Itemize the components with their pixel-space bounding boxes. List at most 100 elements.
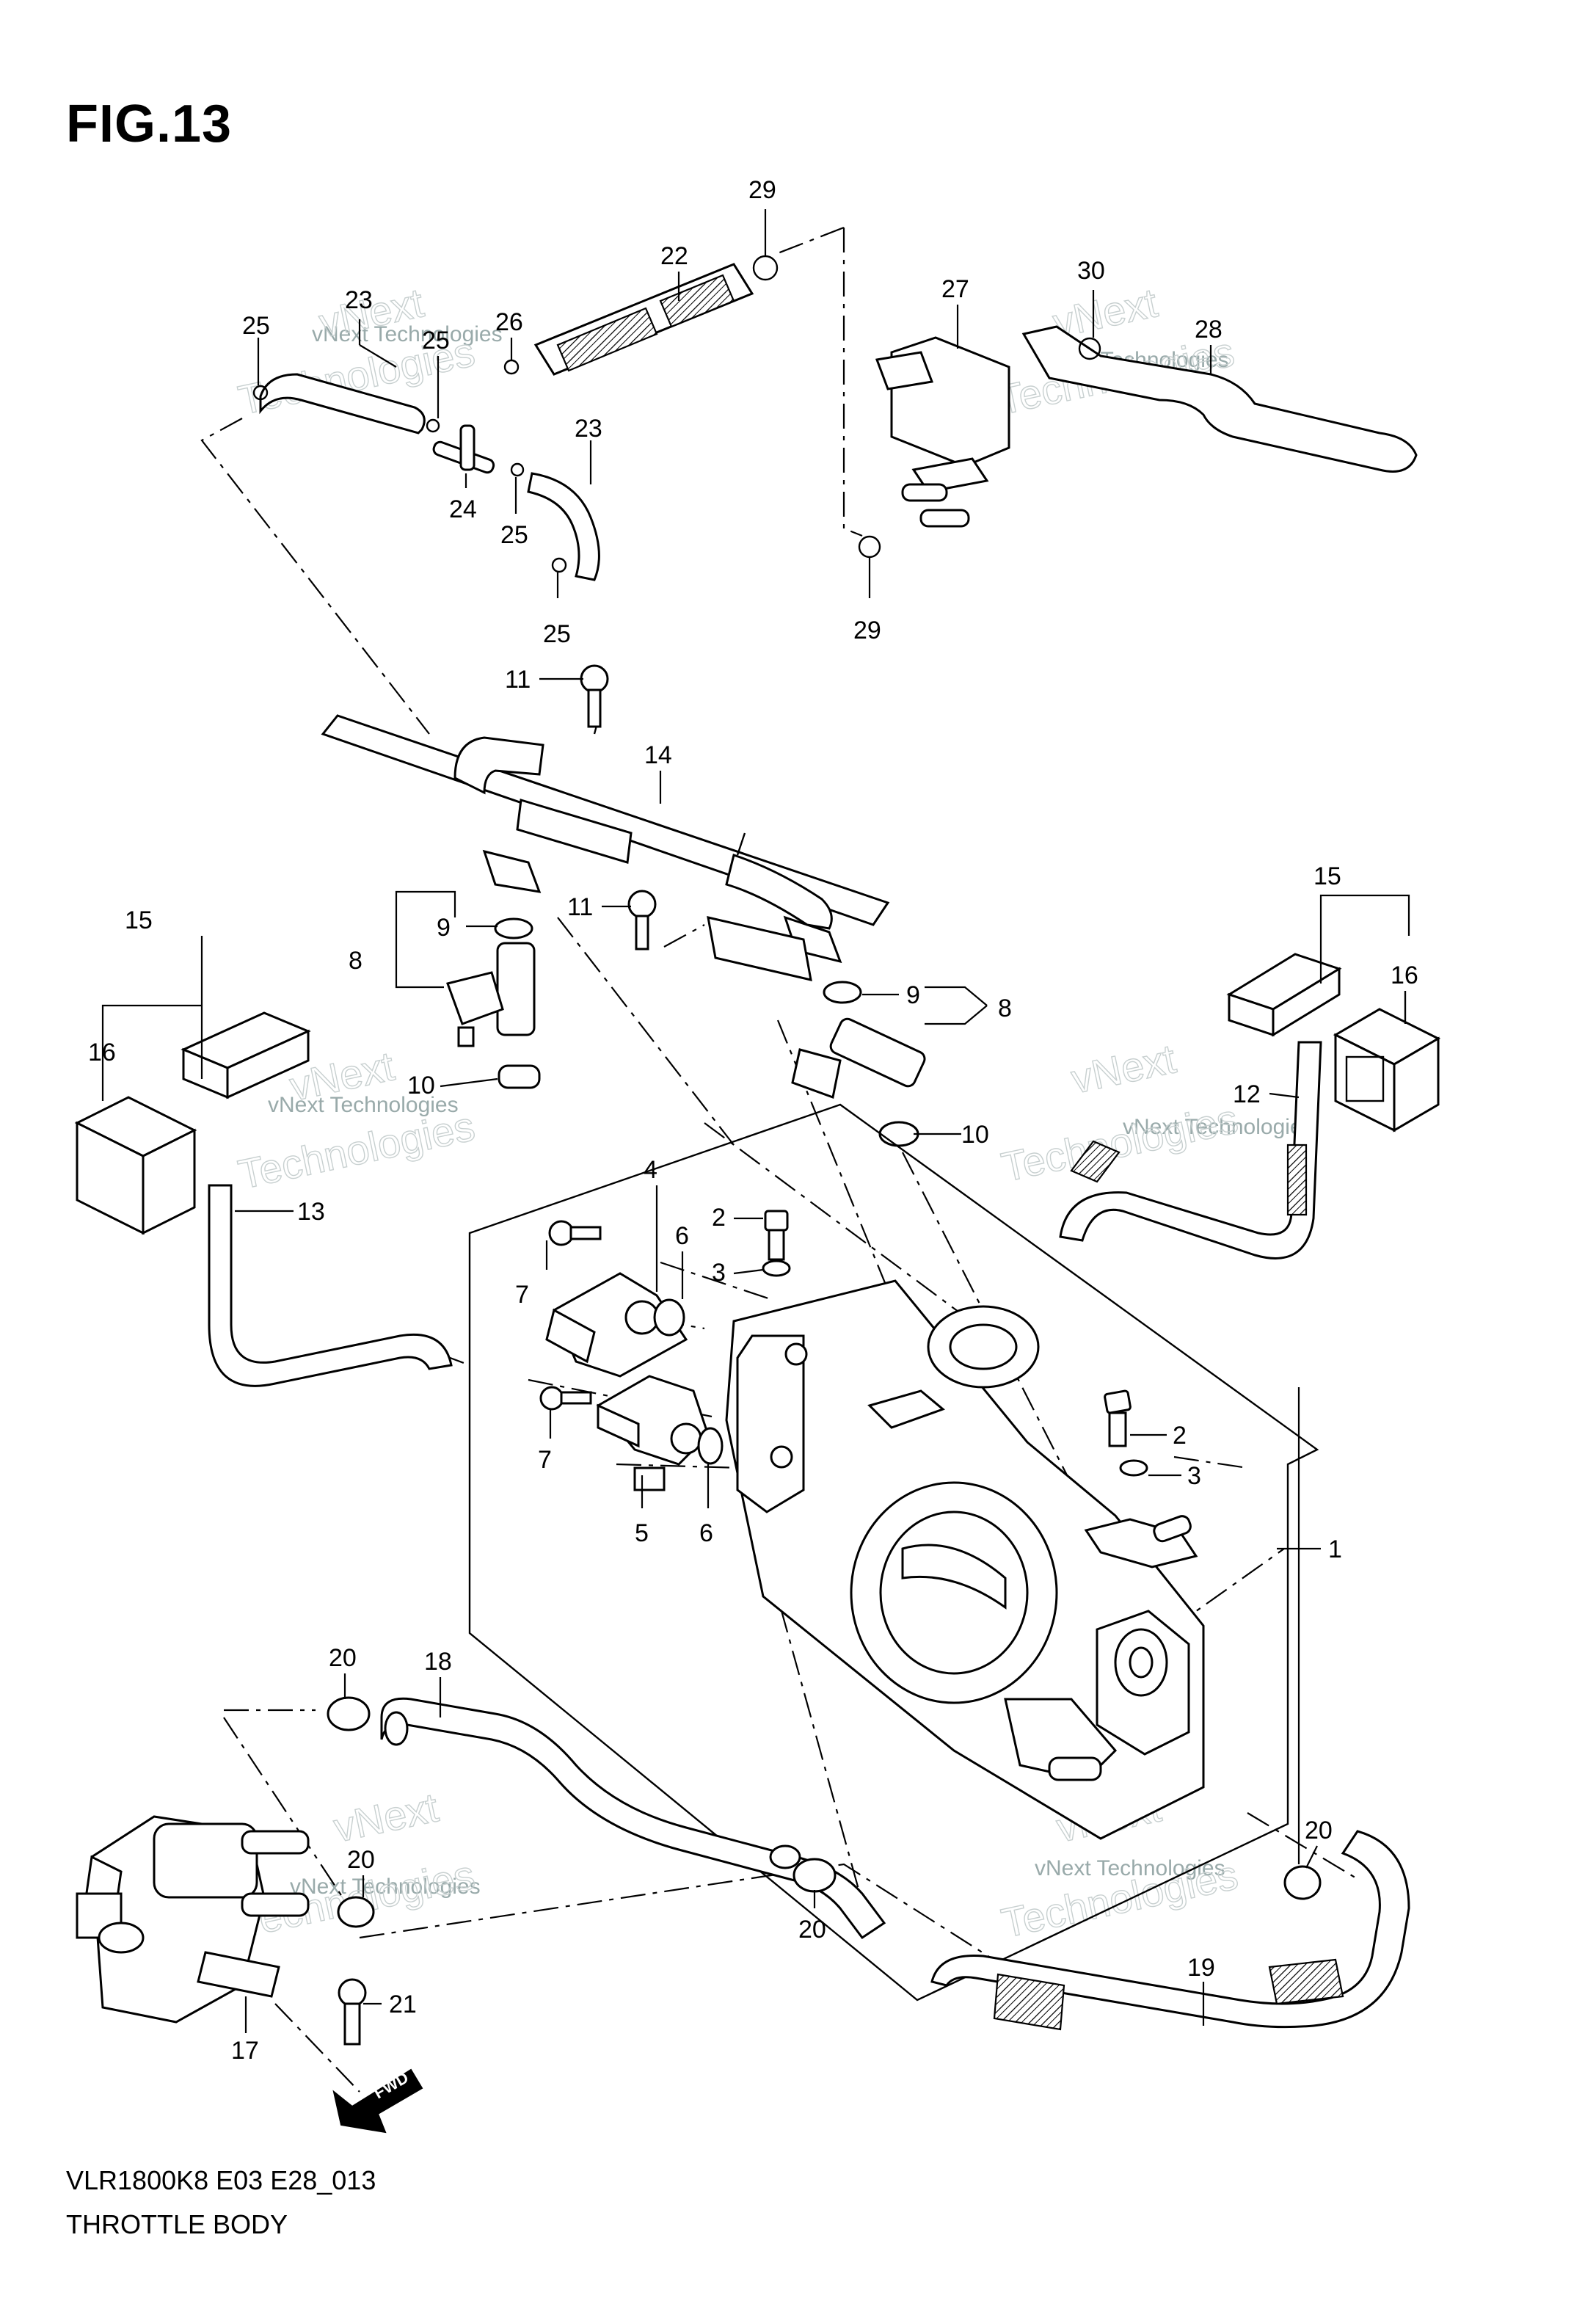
o-ring-6-upper <box>653 1298 685 1337</box>
clip-25-c <box>510 462 525 477</box>
callout-26: 26 <box>495 308 523 336</box>
assembly-lines <box>200 226 1358 2093</box>
callout-25: 25 <box>543 620 571 648</box>
injector-8-left <box>446 917 541 1089</box>
hose-23-upper <box>259 373 426 435</box>
fuel-rail-14-elbow <box>453 736 544 795</box>
clip-25-b <box>426 418 440 433</box>
callout-25: 25 <box>242 312 270 340</box>
svg-text:vNext Technologies: vNext Technologies <box>268 1093 459 1117</box>
callout-21: 21 <box>389 1991 417 2018</box>
callout-28: 28 <box>1195 316 1222 343</box>
callout-30: 30 <box>1077 257 1105 285</box>
screw-7-lower <box>539 1386 592 1411</box>
callout-2: 2 <box>1173 1422 1187 1450</box>
injector-8-right <box>791 981 926 1147</box>
callout-13: 13 <box>297 1198 325 1226</box>
solenoid-27-nozzle-1 <box>901 483 948 502</box>
o-ring-9-right <box>823 981 862 1004</box>
callout-16: 16 <box>88 1039 116 1066</box>
solenoid-valve-assembly <box>858 325 1418 559</box>
callout-29: 29 <box>748 176 776 204</box>
bracket-28 <box>1021 325 1418 473</box>
callout-11: 11 <box>567 893 593 921</box>
callout-11: 11 <box>505 666 531 694</box>
callout-23: 23 <box>575 415 602 443</box>
clamp-20-a <box>327 1696 371 1731</box>
connector-15-left <box>181 1011 311 1099</box>
fuel-rail-14-port-1 <box>482 849 542 893</box>
callout-20: 20 <box>329 1644 357 1672</box>
leader-lines <box>101 209 1410 2033</box>
hose-22-mesh-1 <box>556 307 658 372</box>
svg-text:vNext: vNext <box>329 1784 442 1850</box>
nut-30 <box>1078 337 1101 360</box>
figure-caption: THROTTLE BODY <box>66 2209 288 2239</box>
throttle-body-side-nipple <box>867 1389 945 1429</box>
callout-18: 18 <box>424 1648 452 1676</box>
washer-3-lower <box>1119 1459 1148 1477</box>
callout-14: 14 <box>644 741 672 769</box>
idle-air-valve-17 <box>76 1815 310 2024</box>
screw-21 <box>338 1978 367 2046</box>
callout-4: 4 <box>644 1156 657 1184</box>
screw-7-upper <box>548 1220 602 1246</box>
svg-text:vNext Technologies: vNext Technologies <box>290 1875 481 1899</box>
fuel-hose-14 <box>725 854 833 930</box>
hose-13 <box>208 1184 453 1387</box>
callout-20: 20 <box>798 1916 826 1944</box>
hose-18 <box>380 1697 886 1940</box>
callout-3: 3 <box>1187 1462 1201 1490</box>
callout-1: 1 <box>1328 1535 1342 1563</box>
hose-19 <box>930 1830 1410 2031</box>
o-ring-9-left <box>494 917 533 939</box>
callout-16: 16 <box>1391 961 1418 989</box>
callout-7: 7 <box>538 1446 552 1474</box>
callout-20: 20 <box>1305 1817 1333 1844</box>
callout-22: 22 <box>660 242 688 270</box>
callout-23: 23 <box>345 286 373 314</box>
connector-15-right <box>1226 953 1342 1037</box>
t-joint-24-stem <box>459 424 475 471</box>
fuel-rail-14-bracket-1 <box>516 799 633 864</box>
callout-15: 15 <box>1313 862 1341 890</box>
solenoid-27-nozzle-2 <box>919 509 970 528</box>
hose-22-mesh-2 <box>659 274 735 328</box>
cover-16-right <box>1333 1008 1441 1133</box>
screw-2-lower <box>1104 1389 1148 1477</box>
vacuum-hose-assembly <box>252 255 779 581</box>
o-ring-6-lower <box>697 1427 724 1465</box>
hose-12 <box>1059 1041 1322 1259</box>
callout-9: 9 <box>437 914 451 942</box>
callout-25: 25 <box>500 521 528 549</box>
clamp-29-upper <box>752 255 779 281</box>
figure-title: FIG.13 <box>66 95 233 153</box>
screw-2-upper <box>762 1210 791 1277</box>
callout-29: 29 <box>853 617 881 644</box>
clip-25-d <box>551 557 567 573</box>
fuel-rail-assembly <box>321 711 890 981</box>
callout-5: 5 <box>635 1519 649 1547</box>
washer-3-upper <box>762 1259 791 1277</box>
clamp-20-c <box>337 1896 375 1928</box>
screw-11-upper <box>580 664 609 728</box>
clamp-29-lower <box>858 535 881 559</box>
callout-6: 6 <box>675 1222 689 1250</box>
callout-19: 19 <box>1187 1954 1215 1982</box>
clip-26 <box>503 359 520 375</box>
sensor-5 <box>596 1375 724 1491</box>
callout-20: 20 <box>347 1846 375 1874</box>
svg-text:vNext Technologies: vNext Technologies <box>1123 1115 1313 1139</box>
model-code: VLR1800K8 E03 E28_013 <box>66 2165 376 2195</box>
callout-9: 9 <box>906 981 920 1009</box>
svg-text:Technologies: Technologies <box>997 1095 1242 1190</box>
callout-10: 10 <box>407 1072 435 1099</box>
injector-8-left-connector <box>446 971 504 1025</box>
throttle-body-bounding-frame <box>468 1103 1319 2002</box>
injector-8-right-connector <box>791 1048 842 1099</box>
callout-7: 7 <box>515 1281 529 1309</box>
callout-24: 24 <box>449 495 477 523</box>
screw-11-lower <box>627 890 657 950</box>
callout-12: 12 <box>1233 1080 1261 1108</box>
clamp-20-d <box>1283 1865 1322 1900</box>
